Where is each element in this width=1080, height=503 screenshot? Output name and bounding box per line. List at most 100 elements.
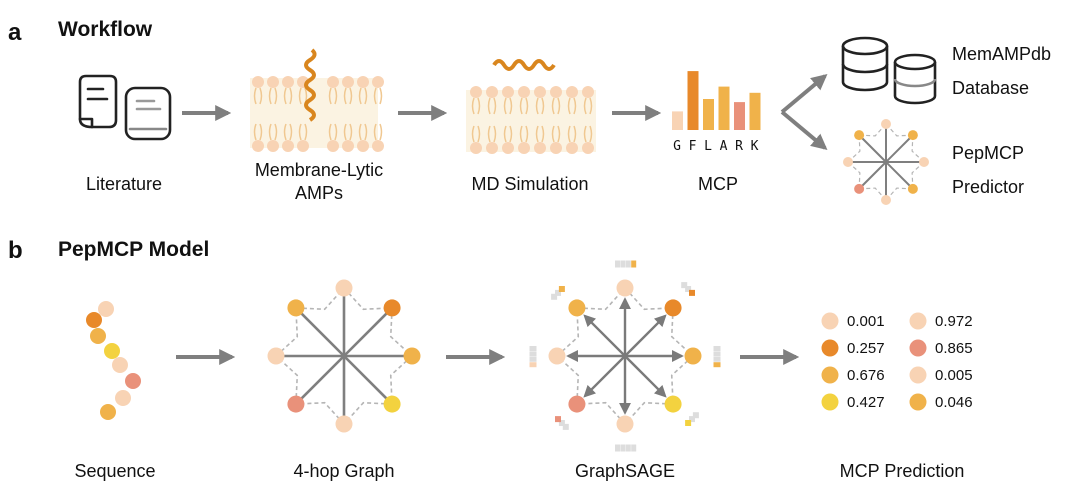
graph-dashed-edge [624, 287, 674, 311]
lipid-head [566, 142, 578, 154]
lipid-tail [298, 123, 308, 141]
graph-node [907, 183, 918, 194]
sequence-residue [98, 301, 114, 317]
graph-dashed-edge [556, 355, 580, 405]
graph-node [684, 347, 702, 365]
graph-dashed-edge [885, 123, 913, 137]
graph-dashed-edge [859, 123, 887, 137]
graph-node [548, 347, 566, 365]
sequence-residue [86, 312, 102, 328]
prediction-dot [909, 339, 927, 357]
feature-cell [625, 444, 631, 452]
mcp-letter: A [720, 139, 729, 154]
graph-dashed-edge [295, 287, 345, 311]
caption-predictor-line1: PepMCP [952, 143, 1024, 163]
feature-cell [620, 260, 626, 268]
lipid-head [252, 76, 264, 88]
lipid-tail [268, 123, 278, 141]
graph-node [664, 299, 682, 317]
mcp-bar [672, 111, 683, 130]
graph-dashed-edge [389, 307, 413, 357]
lipid-head [342, 140, 354, 152]
lipid-tail [358, 87, 368, 105]
panel-b-label: b [8, 237, 23, 264]
lipid-head [252, 140, 264, 152]
mcp-bar-graphic [672, 71, 761, 130]
lipid-tail [535, 97, 545, 115]
feature-cell [713, 346, 721, 351]
prediction-dot [821, 393, 839, 411]
graph-edge [343, 355, 394, 406]
lipid-tail [283, 123, 293, 141]
mcp-letter: G [673, 139, 682, 154]
graph-node [383, 299, 401, 317]
graph-node [616, 415, 634, 433]
lipid-tail [583, 125, 593, 143]
sequence-residue [112, 357, 128, 373]
graph-node [616, 279, 634, 297]
caption-sage: GraphSAGE [575, 461, 675, 481]
lipid-head [267, 76, 279, 88]
graph-directed-edge [624, 355, 667, 398]
prediction-value: 0.676 [847, 367, 885, 384]
lipid-head [550, 142, 562, 154]
feature-cell [620, 444, 626, 452]
feature-cell [713, 351, 721, 357]
lipid-tail [253, 87, 263, 105]
lipid-tail [551, 125, 561, 143]
feature-cell [713, 362, 721, 368]
graph-edge [858, 161, 887, 190]
panel-a-title: Workflow [58, 18, 153, 41]
lipid-tail [567, 125, 577, 143]
feature-cell [692, 412, 699, 419]
mcp-letter: K [751, 139, 760, 154]
feature-cell [685, 286, 692, 293]
graph-dashed-edge [343, 287, 393, 311]
caption-mcp: MCP [698, 174, 738, 194]
prediction-dot [909, 312, 927, 330]
caption-prediction: MCP Prediction [840, 461, 965, 481]
lipid-head [518, 86, 530, 98]
lipid-head [550, 86, 562, 98]
lipid-tail [583, 97, 593, 115]
graph-edge [885, 161, 914, 190]
four-hop-graph [267, 279, 421, 433]
lipid-tail [487, 125, 497, 143]
prediction-value: 0.046 [935, 394, 973, 411]
mcp-bar [718, 86, 730, 130]
caption-sequence: Sequence [74, 461, 155, 481]
graph-node [854, 183, 865, 194]
graph-edge [294, 355, 345, 406]
sequence-chain [86, 301, 141, 420]
mcp-bar [749, 92, 761, 130]
graph-dashed-edge [576, 287, 626, 311]
feature-cell [555, 416, 562, 423]
graph-directed-edge [624, 314, 667, 357]
graph-dashed-edge [295, 401, 345, 425]
mcp-bar [687, 71, 699, 130]
feature-cell [688, 289, 695, 296]
graph-node [664, 395, 682, 413]
lipid-tail [567, 97, 577, 115]
caption-predictor-line2: Predictor [952, 177, 1024, 197]
graph-dashed-edge [343, 401, 393, 425]
lipid-head [566, 86, 578, 98]
lipid-head [534, 86, 546, 98]
lipid-head [372, 140, 384, 152]
caption-graph: 4-hop Graph [293, 461, 394, 481]
lipid-head [357, 76, 369, 88]
graph-node [403, 347, 421, 365]
sequence-residue [115, 390, 131, 406]
lipid-head [282, 76, 294, 88]
lipid-tail [253, 123, 263, 141]
graph-dashed-edge [847, 135, 861, 163]
mcp-letter: R [735, 139, 744, 154]
lipid-head [582, 86, 594, 98]
lipid-tail [358, 123, 368, 141]
prediction-dot [821, 312, 839, 330]
prediction-dot [909, 393, 927, 411]
graph-dashed-edge [389, 355, 413, 405]
prediction-value: 0.865 [935, 340, 973, 357]
feature-cell [555, 289, 562, 296]
